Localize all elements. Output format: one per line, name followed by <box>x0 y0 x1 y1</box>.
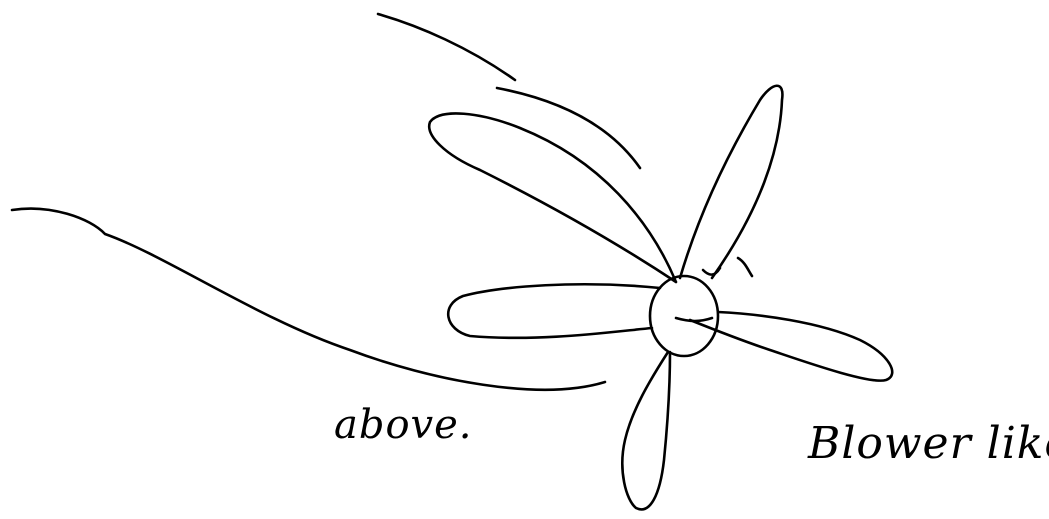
annotation-blower-like: Blower like <box>808 418 1049 469</box>
petal-upper-left <box>429 113 676 282</box>
petal-upper-right <box>680 86 782 278</box>
petal-left <box>448 284 660 338</box>
wind-swoosh <box>12 209 605 390</box>
petal-bottom <box>622 352 670 509</box>
annotation-above: above. <box>334 402 473 448</box>
petal-right <box>690 312 892 381</box>
hub-line <box>676 318 712 321</box>
hub-tick-top-right <box>738 258 752 276</box>
wind-line-top <box>378 14 515 80</box>
